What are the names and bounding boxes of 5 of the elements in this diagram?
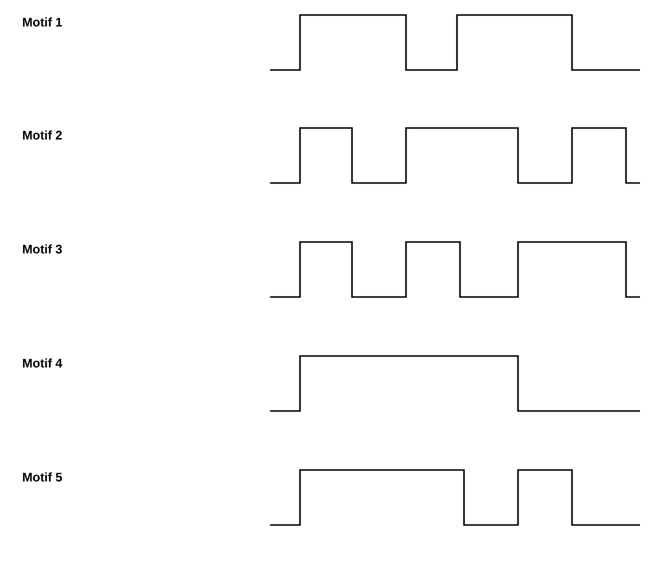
motif-label: Motif 2 bbox=[23, 130, 62, 140]
motif-label: Motif 1 bbox=[23, 17, 62, 27]
motif-label: Motif 5 bbox=[23, 472, 62, 482]
motif-label: Motif 3 bbox=[23, 244, 62, 254]
motif-label: Motif 4 bbox=[23, 358, 62, 368]
